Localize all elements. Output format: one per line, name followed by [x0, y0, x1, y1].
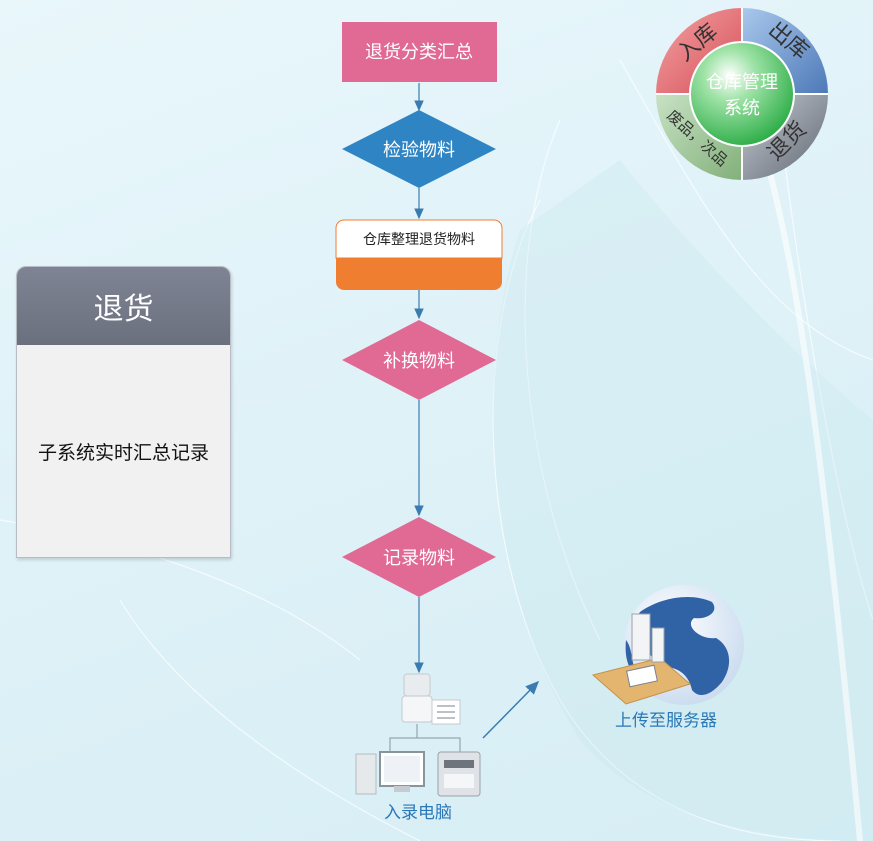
step-record-material-label: 记录物料	[383, 548, 455, 569]
badge-center-line1: 仓库管理	[706, 72, 778, 93]
step-return-summary	[342, 22, 497, 82]
network-computer-icon	[355, 673, 481, 797]
step-inspect-material-label: 检验物料	[383, 140, 455, 161]
background-stem	[757, 139, 863, 841]
computer-label: 入录电脑	[384, 803, 452, 823]
return-panel-body: 子系统实时汇总记录	[37, 441, 209, 464]
step-replace-material	[342, 320, 496, 400]
return-panel: 退货 子系统实时汇总记录	[16, 266, 231, 558]
step-warehouse-sort	[335, 219, 503, 290]
server-label: 上传至服务器	[615, 711, 717, 731]
step-record-material	[342, 517, 496, 597]
arrow-upload	[482, 680, 540, 739]
step-return-summary-label: 退货分类汇总	[365, 42, 473, 63]
server-globe-icon	[591, 585, 744, 705]
step-replace-material-label: 补换物料	[383, 351, 455, 372]
warehouse-system-badge	[656, 8, 828, 180]
step-warehouse-sort-label: 仓库整理退货物料	[363, 231, 475, 248]
return-panel-title: 退货	[17, 267, 230, 345]
badge-center-line2: 系统	[724, 98, 760, 119]
step-inspect-material	[342, 110, 496, 188]
background-leaf	[493, 160, 873, 841]
